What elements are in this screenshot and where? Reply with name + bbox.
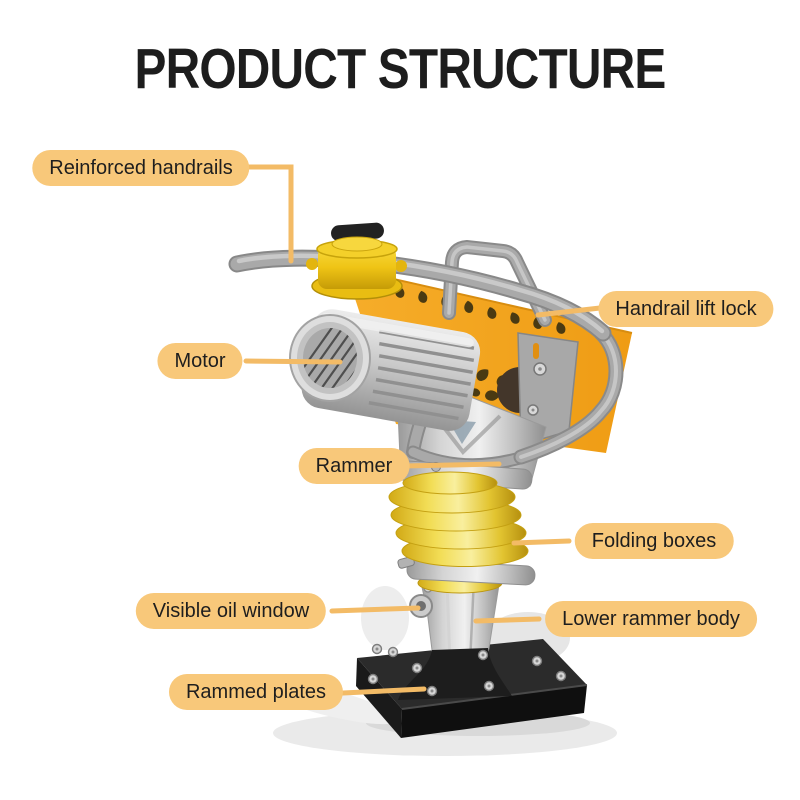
connector-visible-oil-window [329, 605, 421, 614]
label-reinforced-handrails: Reinforced handrails [32, 150, 250, 186]
electric-motor [289, 309, 481, 431]
foot-mount [398, 648, 512, 700]
fuel-tank-cap [306, 222, 407, 300]
label-motor: Motor [157, 343, 243, 379]
page-title: PRODUCT STRUCTURE [134, 37, 666, 101]
folding-bellows [388, 460, 536, 594]
label-lower-rammer-body: Lower rammer body [545, 601, 757, 637]
plate-bolts [367, 643, 567, 697]
label-visible-oil-window: Visible oil window [135, 593, 327, 629]
panel-side-bracket [517, 332, 579, 446]
connector-motor [243, 358, 343, 365]
connector-rammer [400, 461, 502, 469]
connector-lines [243, 164, 603, 696]
label-rammer: Rammer [298, 448, 410, 484]
cap-knob [331, 222, 384, 242]
label-handrail-lift-lock: Handrail lift lock [598, 291, 774, 327]
connector-rammed-plates [340, 686, 427, 696]
label-folding-boxes: Folding boxes [574, 523, 734, 559]
connector-handrail-lift-lock [535, 305, 603, 318]
label-rammed-plates: Rammed plates [168, 674, 344, 710]
connector-reinforced-handrails [245, 164, 294, 264]
connector-lower-rammer-body [473, 616, 542, 624]
connector-folding-boxes [511, 538, 572, 546]
